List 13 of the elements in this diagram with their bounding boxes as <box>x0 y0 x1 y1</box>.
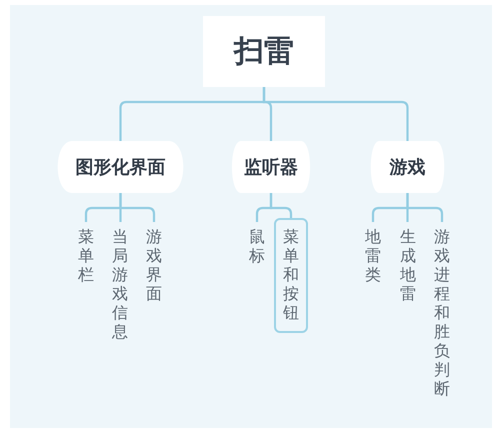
item-label: 游戏进程和胜负判断 <box>432 222 452 398</box>
item-label: 菜单栏 <box>76 222 96 284</box>
item-label: 生成地雷 <box>398 222 418 303</box>
item-label: 鼠标 <box>247 222 267 265</box>
item-label: 地雷类 <box>363 222 383 284</box>
item-label: 游戏界面 <box>144 222 164 303</box>
topic-box: 游戏 <box>368 141 447 193</box>
item-label: 当局游戏信息 <box>110 222 130 341</box>
connector-line <box>270 193 292 218</box>
highlight-box: 菜单和按钮 <box>274 218 308 333</box>
topic-box: 监听器 <box>229 141 313 193</box>
root-box: 扫雷 <box>203 16 325 87</box>
connector-line <box>262 87 409 141</box>
